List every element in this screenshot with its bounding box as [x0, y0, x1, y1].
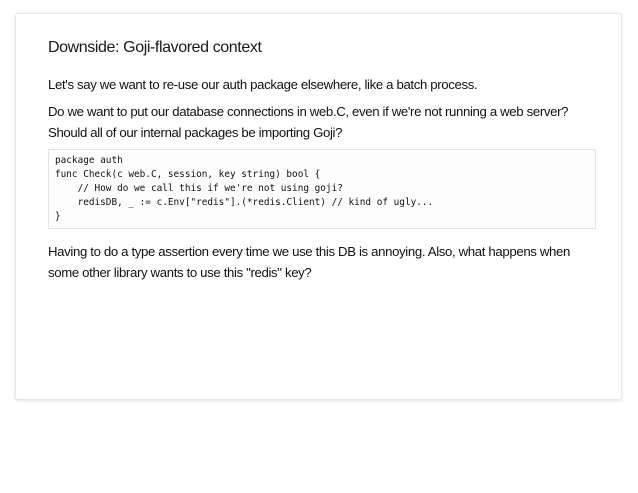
- code-line: }: [55, 211, 61, 222]
- code-line: // How do we call this if we're not usin…: [55, 183, 343, 194]
- slide-title: Downside: Goji-flavored context: [48, 39, 262, 56]
- code-block: package auth func Check(c web.C, session…: [48, 149, 596, 229]
- code-line: func Check(c web.C, session, key string)…: [55, 169, 321, 180]
- conclusion-paragraph: Having to do a type assertion every time…: [48, 244, 570, 280]
- intro-paragraph: Let's say we want to re-use our auth pac…: [48, 77, 478, 92]
- question-paragraph: Do we want to put our database connectio…: [48, 104, 569, 140]
- code-line: package auth: [55, 155, 123, 166]
- slide-content: Downside: Goji-flavored context Let's sa…: [48, 38, 596, 289]
- slide: Downside: Goji-flavored context Let's sa…: [15, 13, 622, 400]
- code-line: redisDB, _ := c.Env["redis"].(*redis.Cli…: [55, 197, 434, 208]
